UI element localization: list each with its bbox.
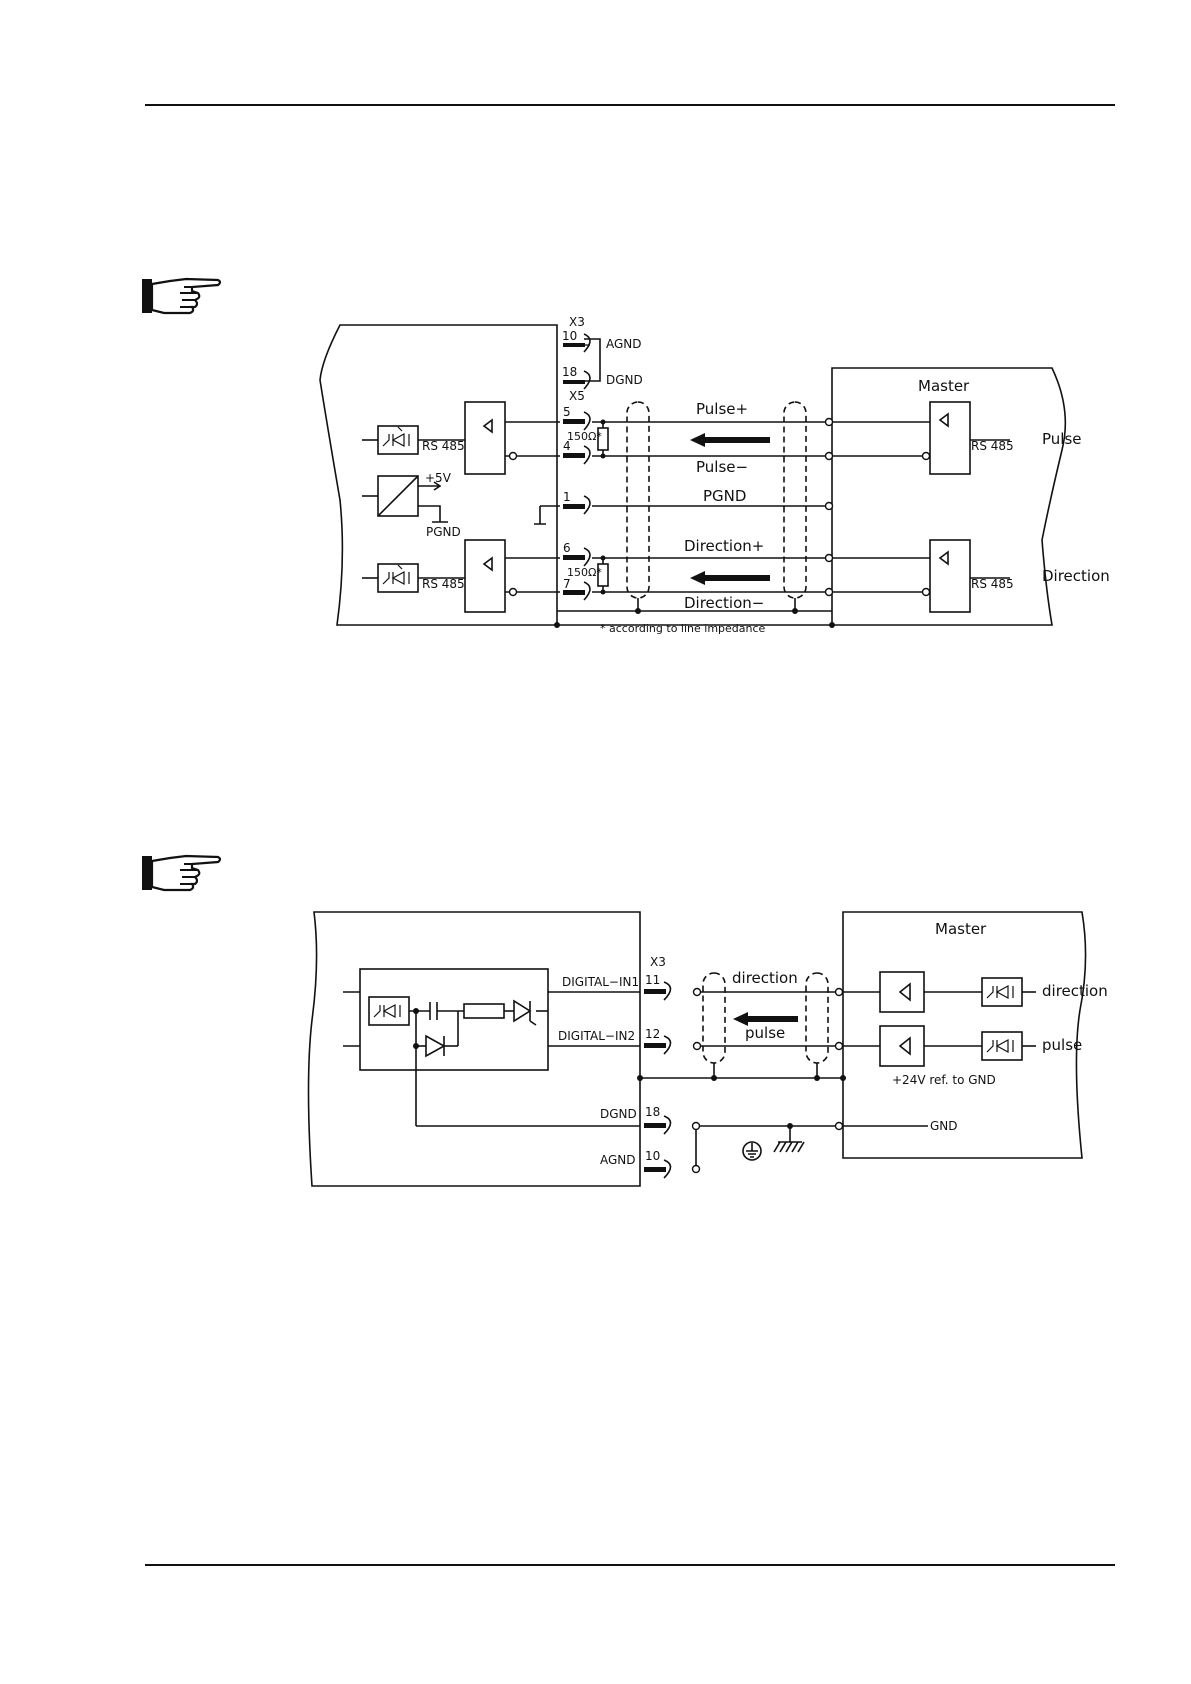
direction-plus-label: Direction+	[684, 537, 764, 555]
master-label: Master	[918, 377, 970, 395]
direction-minus-label: Direction−	[684, 594, 764, 612]
dgnd-label: DGND	[606, 373, 643, 387]
digital-in2-label: DIGITAL−IN2	[558, 1029, 635, 1043]
pgnd-label: PGND	[426, 525, 461, 539]
direction-output-label: Direction	[1042, 567, 1110, 585]
connector-x3-label: X3	[650, 955, 666, 969]
gnd-label: GND	[930, 1119, 958, 1133]
pulse-plus-label: Pulse+	[696, 400, 748, 418]
direction-output-label: direction	[1042, 982, 1108, 1000]
connector-x3-label: X3	[569, 315, 585, 329]
pin-label: 1	[563, 490, 571, 504]
footer-rule	[145, 1564, 1115, 1566]
pin-label: 10	[562, 329, 577, 343]
dgnd-label: DGND	[600, 1107, 637, 1121]
pulse-output-label: Pulse	[1042, 430, 1082, 448]
resistor-label: 150Ω*	[567, 430, 602, 443]
pin-label: 6	[563, 541, 571, 555]
digital-input-pulse-direction-diagram: X3 DIGITAL−IN1 DIGITAL−IN2 11 12 DGND 18…	[0, 880, 1191, 1220]
pulse-line-label: pulse	[745, 1024, 785, 1042]
master-label: Master	[935, 920, 987, 938]
rs485-label: RS 485	[971, 439, 1014, 453]
footnote: * according to line impedance	[600, 622, 766, 635]
resistor-label: 150Ω*	[567, 566, 602, 579]
ref-24v-label: +24V ref. to GND	[892, 1073, 996, 1087]
agnd-label: AGND	[606, 337, 642, 351]
plus5v-label: +5V	[425, 471, 452, 485]
pin-label: 7	[563, 577, 571, 591]
pulse-minus-label: Pulse−	[696, 458, 748, 476]
pulse-output-label: pulse	[1042, 1036, 1082, 1054]
rs485-pulse-direction-diagram: X3 10 18 AGND DGND X5 5 4 1 6 7 150Ω* 15…	[0, 0, 1191, 700]
pin-label: 18	[645, 1105, 660, 1119]
direction-line-label: direction	[732, 969, 798, 987]
pin-label: 12	[645, 1027, 660, 1041]
rs485-label: RS 485	[422, 439, 465, 453]
rs485-label: RS 485	[971, 577, 1014, 591]
connector-x5-label: X5	[569, 389, 585, 403]
pin-label: 5	[563, 405, 571, 419]
rs485-label: RS 485	[422, 577, 465, 591]
pgnd-line-label: PGND	[703, 487, 746, 505]
pin-label: 11	[645, 973, 660, 987]
agnd-label: AGND	[600, 1153, 636, 1167]
digital-in1-label: DIGITAL−IN1	[562, 975, 639, 989]
pin-label: 18	[562, 365, 577, 379]
pin-label: 10	[645, 1149, 660, 1163]
